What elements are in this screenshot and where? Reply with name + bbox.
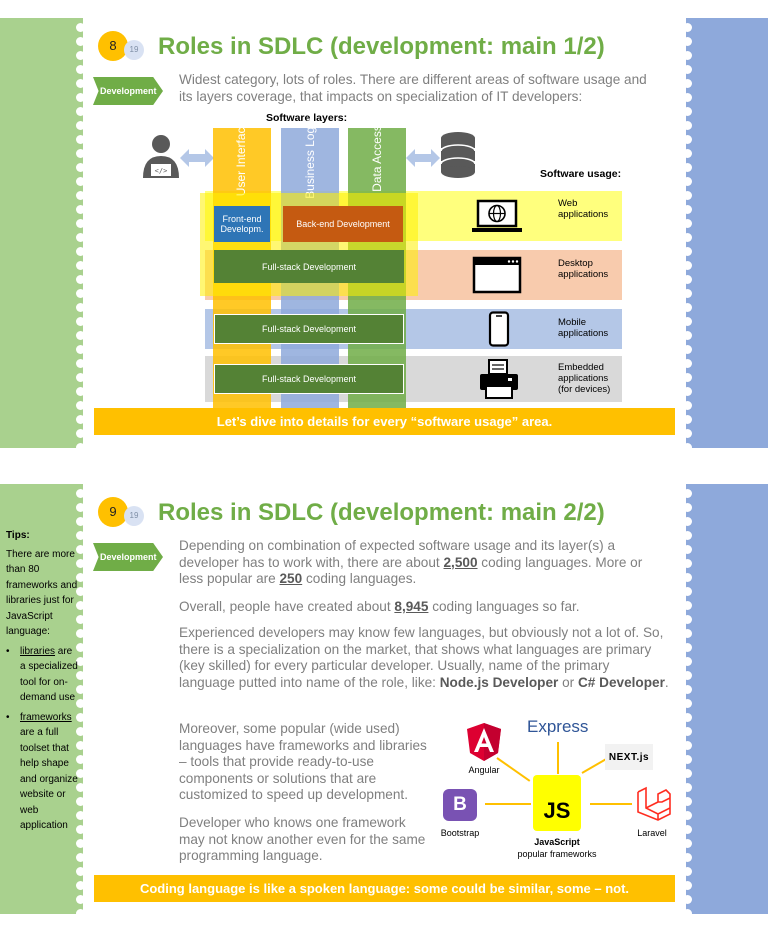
slide-total-badge: 19 — [124, 506, 144, 526]
ui-layer-label: User Interface — [234, 120, 249, 196]
slide-1-right-panel — [686, 18, 768, 448]
bidirectional-arrow-icon — [180, 148, 214, 173]
paragraph-total-languages: Overall, people have created about 8,945… — [179, 599, 580, 614]
bootstrap-logo-icon: B — [443, 789, 477, 821]
slide-1-right-perforation — [678, 18, 692, 470]
slide-2-left-perforation — [76, 484, 90, 932]
usage-embedded-label: Embedded applications (for devices) — [558, 362, 611, 395]
paragraph-specialization: Experienced developers may know few lang… — [179, 625, 669, 690]
tips-item-libraries: libraries are a specialized tool for on-… — [6, 644, 78, 706]
slide-title: Roles in SDLC (development: main 2/2) — [158, 499, 605, 526]
express-logo: Express — [527, 717, 589, 736]
connector-line — [590, 803, 632, 805]
tips-item-frameworks: frameworks are a full toolset that help … — [6, 710, 78, 834]
logic-layer-label: Business Logic — [302, 117, 317, 199]
slide-2-right-panel — [686, 484, 768, 914]
slide-total-badge: 19 — [124, 40, 144, 60]
development-tag: Development — [93, 77, 163, 105]
backend-dev-box: Back-end Development — [283, 206, 403, 242]
laptop-web-icon — [470, 199, 524, 240]
printer-device-icon — [478, 359, 520, 404]
slide-1 — [0, 18, 768, 466]
usage-mobile-label: Mobile applications — [558, 317, 609, 339]
software-layers-title: Software layers: — [266, 112, 348, 124]
fullstack-dev-box: Full-stack Development — [214, 364, 404, 394]
nextjs-logo: NEXT.js — [605, 744, 653, 770]
javascript-label: JavaScript popular frameworks — [517, 837, 597, 859]
laravel-label: Laravel — [637, 828, 667, 838]
development-tag: Development — [93, 543, 163, 571]
frontend-dev-box: Front-end Developm. — [214, 206, 270, 242]
desktop-window-icon — [472, 256, 522, 299]
software-usage-title: Software usage: — [540, 168, 622, 180]
intro-text: Widest category, lots of roles. There ar… — [179, 72, 647, 104]
libraries-link[interactable]: libraries — [20, 645, 56, 657]
angular-label: Angular — [468, 765, 500, 775]
fullstack-dev-box: Full-stack Development — [214, 250, 404, 283]
connector-line — [557, 742, 559, 774]
paragraph-languages: Depending on combination of expected sof… — [179, 538, 643, 586]
laravel-logo-icon — [634, 786, 674, 822]
fullstack-dev-box: Full-stack Development — [214, 314, 404, 344]
javascript-logo-icon: JS — [533, 775, 581, 831]
database-icon — [440, 131, 476, 184]
tips-title: Tips: — [6, 530, 30, 541]
tips-panel: Tips: There are more than 80 frameworks … — [6, 528, 78, 834]
slide-number-badge: 8 — [98, 31, 128, 61]
connector-line — [485, 803, 531, 805]
slide-1-banner: Let’s dive into details for every “softw… — [94, 408, 675, 435]
mobile-phone-icon — [488, 311, 510, 352]
paragraph-frameworks: Moreover, some popular (wide used) langu… — [179, 721, 427, 802]
slide-2-right-perforation — [678, 484, 692, 932]
angular-logo-icon — [466, 722, 502, 762]
slide-title: Roles in SDLC (development: main 1/2) — [158, 33, 605, 60]
tips-intro: There are more than 80 frameworks and li… — [6, 548, 78, 638]
bidirectional-arrow-icon — [406, 148, 440, 173]
bootstrap-label: Bootstrap — [440, 828, 480, 838]
slide-number-badge: 9 — [98, 497, 128, 527]
paragraph-framework-knowledge: Developer who knows one framework may no… — [179, 815, 426, 863]
svg-text:</>: </> — [155, 167, 168, 175]
usage-desktop-label: Desktop applications — [558, 258, 609, 280]
data-layer-label: Data Access — [369, 124, 384, 192]
slide-1-left-perforation — [76, 18, 90, 470]
frameworks-link[interactable]: frameworks — [20, 711, 72, 723]
usage-web-label: Web applications — [558, 198, 609, 220]
developer-icon: </> — [140, 134, 182, 187]
slide-1-left-panel — [0, 18, 83, 448]
slide-2-banner: Coding language is like a spoken languag… — [94, 875, 675, 902]
